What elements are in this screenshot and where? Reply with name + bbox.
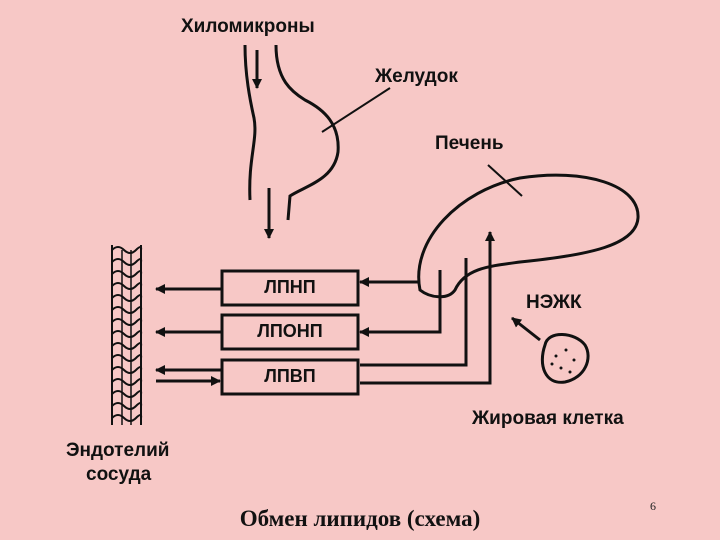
fat-cell-dots [550, 348, 576, 374]
endothelium-wall [111, 245, 143, 425]
stomach-shape [243, 44, 340, 221]
arrow-fat-cell-to-nefa [511, 316, 541, 342]
hdl-to-liver-arrow [360, 231, 495, 385]
diagram-caption: Обмен липидов (схема) [239, 506, 481, 531]
page-number: 6 [650, 499, 656, 513]
box-vldl-label: ЛПОНП [257, 321, 323, 341]
endothelium-label-line1: Эндотелий [66, 440, 170, 461]
fat-cell-shape [540, 333, 590, 384]
stomach-pointer-line [321, 87, 391, 133]
nefa-label: НЭЖК [526, 292, 582, 313]
box-hdl-label: ЛПВП [264, 366, 316, 386]
endothelium-label-line2: сосуда [86, 464, 152, 485]
liver-pointer-line [487, 164, 523, 197]
arrow-liver-to-vldl [359, 270, 442, 337]
chylomicrons-label: Хиломикроны [181, 16, 315, 37]
box-hdl [220, 358, 360, 396]
liver-label: Печень [435, 133, 504, 154]
box-ldl-label: ЛПНП [264, 277, 316, 297]
stomach-label: Желудок [375, 66, 458, 87]
liver-to-hdl-line [360, 258, 468, 367]
liver-shape [417, 173, 640, 299]
fat-cell-label: Жировая клетка [472, 408, 624, 429]
